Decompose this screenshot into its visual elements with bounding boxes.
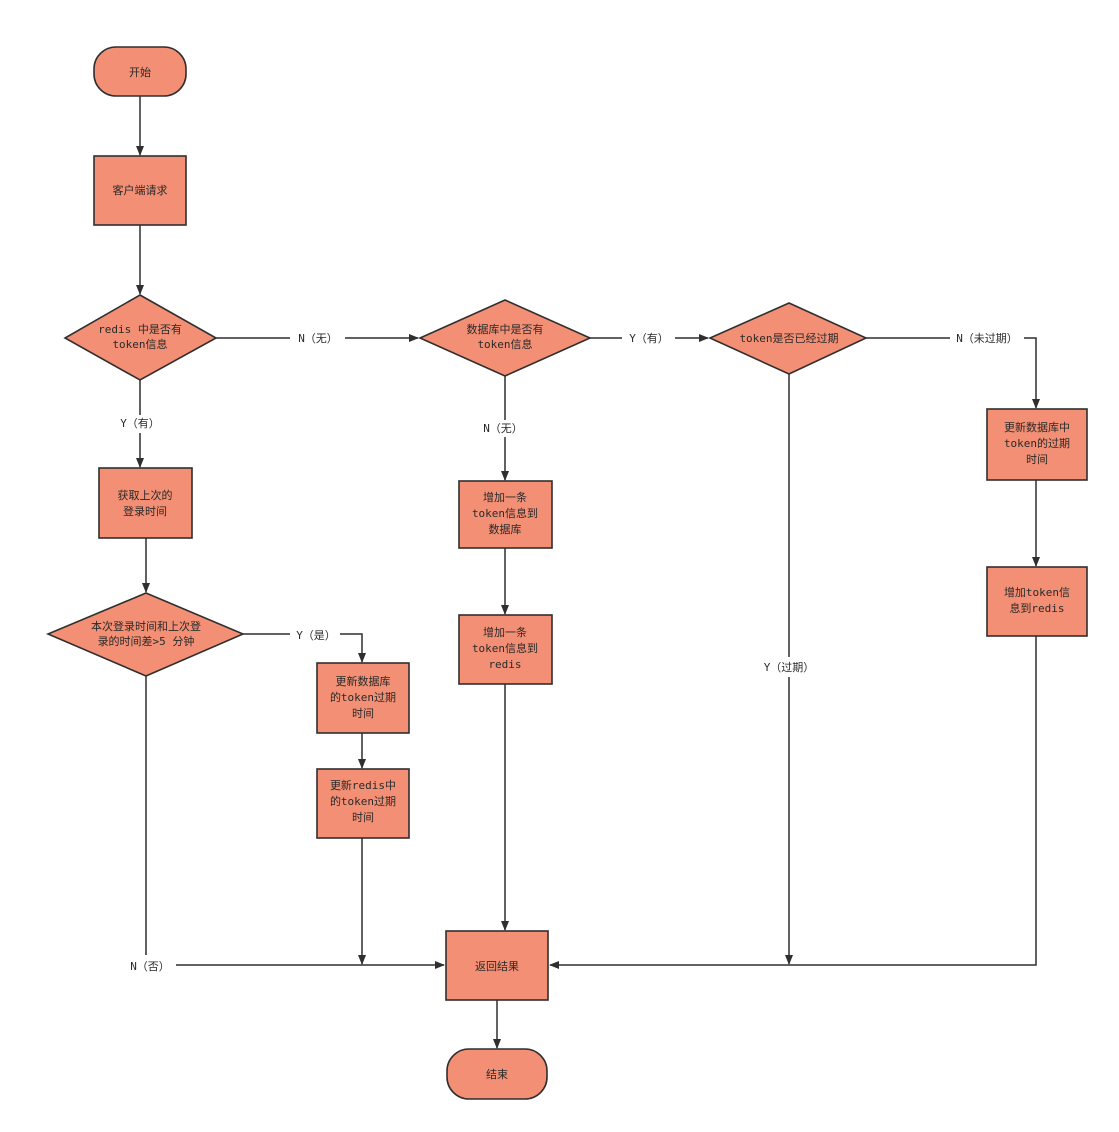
get-last-login-node: 获取上次的 登录时间	[98, 467, 193, 539]
add-token-redis-right-label-line2: 息到redis	[1009, 601, 1064, 615]
redis-check-label-line1: redis 中是否有	[98, 322, 182, 336]
edge-label-diff-yes: Y（是）	[296, 629, 336, 642]
add-token-redis-label-line2: token信息到	[472, 641, 538, 655]
time-diff-check-label-line1: 本次登录时间和上次登	[91, 619, 201, 633]
connectors	[140, 96, 1037, 1049]
update-db-expire-right-label-line2: token的过期	[1004, 436, 1070, 450]
add-token-db-node: 增加一条 token信息到 数据库	[458, 480, 553, 549]
update-db-expire-label-line3: 时间	[352, 707, 374, 720]
edge-labels: N（无） Y（有） Y（有） N（无） N（未过期） Y（过期） Y（是） N（…	[120, 331, 1018, 973]
end-node: 结束	[446, 1048, 548, 1100]
add-token-db-label-line2: token信息到	[472, 506, 538, 520]
end-node-label: 结束	[486, 1068, 508, 1081]
client-request-node: 客户端请求	[93, 155, 187, 226]
db-check-label-line1: 数据库中是否有	[467, 322, 544, 336]
update-db-expire-right-node: 更新数据库中 token的过期 时间	[986, 408, 1088, 481]
start-node: 开始	[93, 46, 187, 97]
add-token-redis-node: 增加一条 token信息到 redis	[458, 614, 553, 685]
db-check-label-line2: token信息	[477, 337, 532, 351]
update-db-expire-right-label-line1: 更新数据库中	[1004, 420, 1070, 434]
return-result-node: 返回结果	[445, 930, 549, 1001]
update-db-expire-label-line2: 的token过期	[330, 690, 396, 704]
edge-add-redis-right-to-return	[549, 636, 1037, 969]
update-redis-expire-label-line3: 时间	[352, 811, 374, 824]
get-last-login-label-line2: 登录时间	[123, 504, 167, 518]
add-token-redis-right-label-line1: 增加token信	[1004, 585, 1070, 599]
time-diff-check-label-line2: 录的时间差>5 分钟	[98, 634, 195, 648]
edge-label-expired: Y（过期）	[764, 661, 815, 674]
add-token-redis-right-node: 增加token信 息到redis	[986, 566, 1088, 637]
edge-label-db-no: N（无）	[483, 422, 523, 435]
edge-expired-check-to-update-db	[866, 337, 1036, 408]
get-last-login-label-line1: 获取上次的	[118, 488, 173, 502]
redis-check-node: redis 中是否有 token信息	[63, 294, 218, 381]
start-node-label: 开始	[129, 65, 151, 79]
edge-label-not-expired: N（未过期）	[956, 332, 1018, 345]
expired-check-node: token是否已经过期	[708, 302, 868, 375]
edge-label-redis-no: N（无）	[298, 332, 338, 345]
client-request-label: 客户端请求	[113, 183, 168, 197]
edge-label-diff-no: N（否）	[130, 960, 170, 973]
update-db-expire-right-label-line3: 时间	[1026, 453, 1048, 466]
edge-label-redis-yes: Y（有）	[120, 416, 160, 430]
add-token-db-label-line3: 数据库	[489, 522, 522, 536]
return-result-label: 返回结果	[475, 960, 519, 973]
add-token-redis-label-line3: redis	[488, 658, 521, 671]
edge-diff-check-to-return	[145, 676, 444, 965]
update-redis-expire-label-line1: 更新redis中	[330, 778, 396, 792]
edge-diff-check-to-update-db-expire	[243, 633, 362, 662]
update-redis-expire-label-line2: 的token过期	[330, 794, 396, 808]
db-check-node: 数据库中是否有 token信息	[418, 299, 592, 377]
time-diff-check-node: 本次登录时间和上次登 录的时间差>5 分钟	[45, 592, 246, 677]
update-db-expire-label-line1: 更新数据库	[336, 674, 391, 688]
redis-check-label-line2: token信息	[112, 337, 167, 351]
update-redis-expire-node: 更新redis中 的token过期 时间	[316, 768, 410, 839]
edge-label-db-yes: Y（有）	[629, 331, 669, 345]
update-db-expire-node: 更新数据库 的token过期 时间	[316, 662, 410, 734]
add-token-db-label-line1: 增加一条	[483, 490, 527, 504]
add-token-redis-label-line1: 增加一条	[483, 625, 527, 639]
expired-check-label: token是否已经过期	[739, 332, 838, 345]
